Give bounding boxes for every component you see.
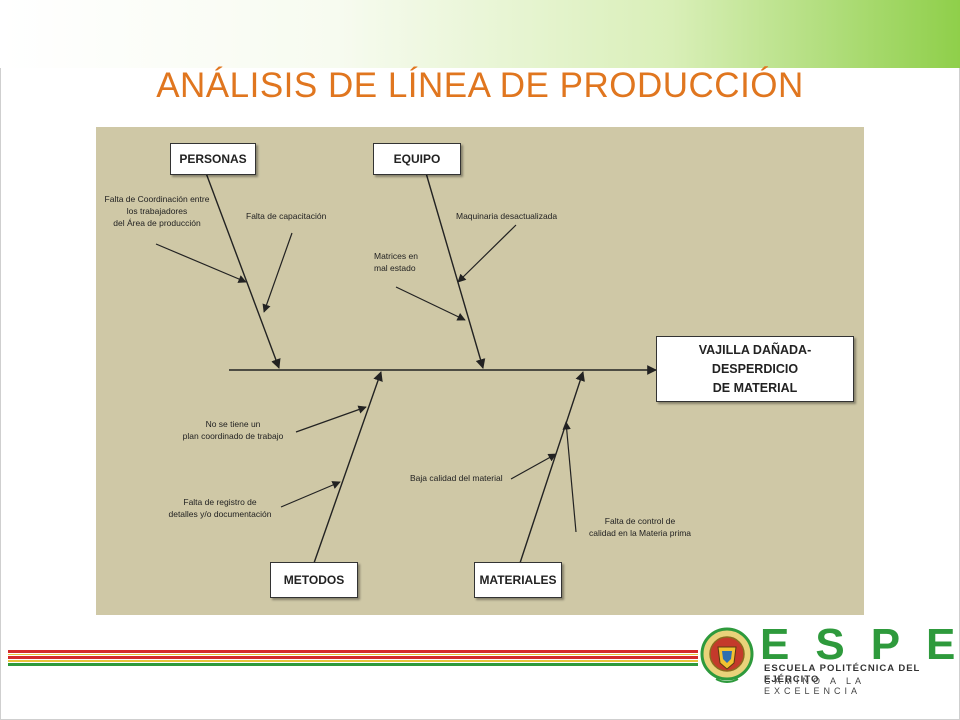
fishbone-diagram: PERSONAS EQUIPO METODOS MATERIALES VAJIL…: [96, 127, 864, 615]
cause-label-personas-2: Falta de capacitación: [246, 211, 327, 221]
cause-label-equipo-2: Matrices en mal estado: [374, 251, 418, 273]
bone-equipo: [425, 172, 486, 369]
header-band: [0, 0, 960, 68]
espe-logo-letters: ESPE: [760, 620, 960, 669]
bone-materiales: [519, 371, 585, 564]
cause-label-materiales-2: Falta de control de calidad en la Materi…: [588, 516, 692, 538]
cause-arrow-materiales-2: [562, 421, 577, 533]
effect-line-1: VAJILLA DAÑADA-DESPERDICIO: [698, 342, 812, 376]
cause-label-metodos-2: Falta de registro de detalles y/o docume…: [168, 497, 272, 519]
cause-arrow-equipo-2: [395, 286, 466, 321]
bone-personas: [205, 172, 281, 369]
cause-label-personas-1: Falta de Coordinación entre los trabajad…: [104, 194, 210, 228]
category-box-equipo: EQUIPO: [373, 143, 461, 175]
cause-label-equipo-1: Maquinaria desactualizada: [456, 211, 558, 221]
espe-logo-tagline-1: ESCUELA POLITÉCNICA DEL EJÉRCITO: [764, 663, 921, 685]
category-box-metodos: METODOS: [270, 562, 358, 598]
bone-metodos: [313, 371, 383, 564]
cause-arrow-personas-2: [262, 232, 293, 313]
cause-arrow-metodos-2: [280, 481, 341, 508]
effect-box: VAJILLA DAÑADA-DESPERDICIO DE MATERIAL: [656, 336, 854, 402]
slide-title: ANÁLISIS DE LÍNEA DE PRODUCCIÓN: [156, 66, 804, 105]
cause-label-materiales-1: Baja calidad del material: [410, 473, 503, 483]
espe-logo-tagline-2: CAMINO A LA EXCELENCIA: [764, 676, 865, 696]
cause-arrow-equipo-1: [457, 224, 517, 283]
espe-emblem-logo: [700, 625, 754, 685]
effect-line-2: DE MATERIAL: [712, 380, 798, 395]
category-box-personas: PERSONAS: [170, 143, 256, 175]
cause-label-metodos-1: No se tiene un plan coordinado de trabaj…: [182, 419, 284, 441]
footer-stripes: [8, 650, 698, 666]
cause-arrow-materiales-1: [510, 453, 557, 480]
category-box-materiales: MATERIALES: [474, 562, 562, 598]
cause-arrow-personas-1: [155, 243, 247, 283]
cause-arrow-metodos-1: [295, 405, 367, 433]
fishbone-lines: [155, 172, 657, 564]
